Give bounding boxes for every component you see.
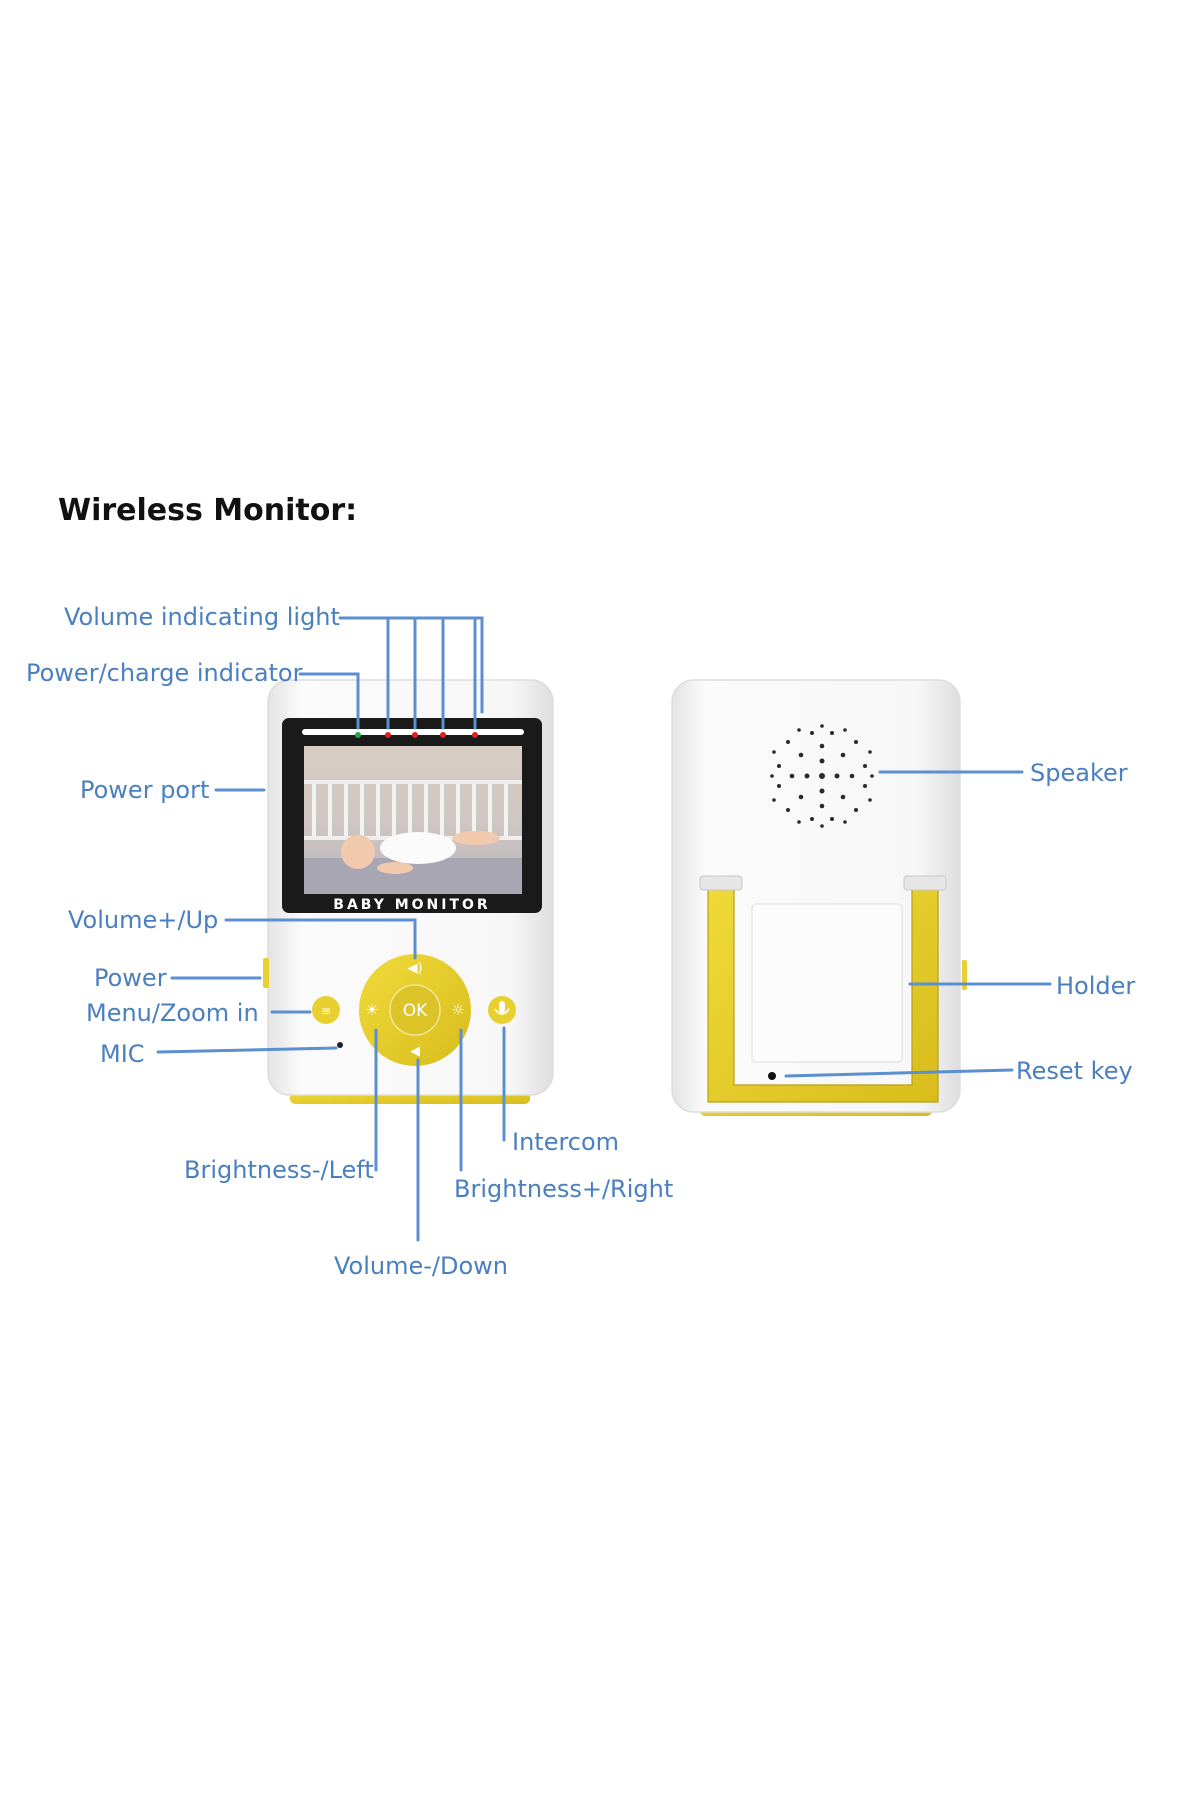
label-power: Power (94, 964, 167, 992)
ok-button-label: OK (403, 1001, 428, 1021)
power-indicator-leader (298, 672, 360, 730)
label-volume-indicating-light: Volume indicating light (64, 603, 340, 631)
battery-cover (751, 903, 903, 1063)
menu-zoom-button[interactable] (312, 996, 340, 1024)
label-intercom: Intercom (512, 1128, 619, 1156)
label-mic: MIC (100, 1040, 145, 1068)
power-key[interactable] (263, 958, 269, 988)
reset-key-leader (784, 1068, 1014, 1078)
reset-key-hole[interactable] (768, 1072, 776, 1080)
label-power-charge-indicator: Power/charge indicator (26, 659, 303, 687)
holder-hinge-left (699, 875, 743, 891)
baby-illustration (341, 831, 500, 874)
label-power-port: Power port (80, 776, 209, 804)
speaker-grille (770, 724, 874, 828)
holder-hinge-right (903, 875, 947, 891)
volume-led (412, 732, 418, 738)
label-brightness-left: Brightness-/Left (184, 1156, 374, 1184)
power-charge-led (355, 732, 361, 738)
label-reset-key: Reset key (1016, 1057, 1133, 1085)
page-title: Wireless Monitor: (58, 493, 357, 528)
monitor-front: BABY MONITOR ≡ OK ◀) ◀ ☀ ☼ (263, 679, 554, 1104)
callout-labels: Volume indicating light Power/charge ind… (26, 603, 1135, 1280)
mic-leader (156, 1046, 338, 1054)
brightness-down-icon[interactable]: ☀ (365, 1001, 378, 1019)
volume-led (440, 732, 446, 738)
menu-icon: ≡ (321, 1004, 331, 1018)
microphone-icon (499, 1001, 505, 1013)
callout-lines (156, 616, 1052, 1242)
label-speaker: Speaker (1030, 759, 1128, 787)
screen-brand-label: BABY MONITOR (333, 897, 490, 913)
label-brightness-right: Brightness+/Right (454, 1175, 673, 1203)
label-holder: Holder (1056, 972, 1135, 1000)
monitor-back (671, 679, 967, 1116)
microphone-icon-stand (494, 1008, 510, 1015)
crib-illustration (304, 780, 522, 894)
label-menu-zoom: Menu/Zoom in (86, 999, 259, 1027)
volume-down-icon[interactable]: ◀ (410, 1044, 420, 1059)
mic-hole (337, 1042, 343, 1048)
volume-up-icon[interactable]: ◀) (407, 961, 422, 976)
volume-led (385, 732, 391, 738)
brightness-up-icon[interactable]: ☼ (451, 1001, 464, 1019)
volume-led (472, 732, 478, 738)
label-volume-down: Volume-/Down (334, 1252, 508, 1280)
volume-up-leader (224, 918, 417, 960)
label-volume-up: Volume+/Up (68, 906, 218, 934)
ok-button[interactable] (389, 984, 441, 1036)
